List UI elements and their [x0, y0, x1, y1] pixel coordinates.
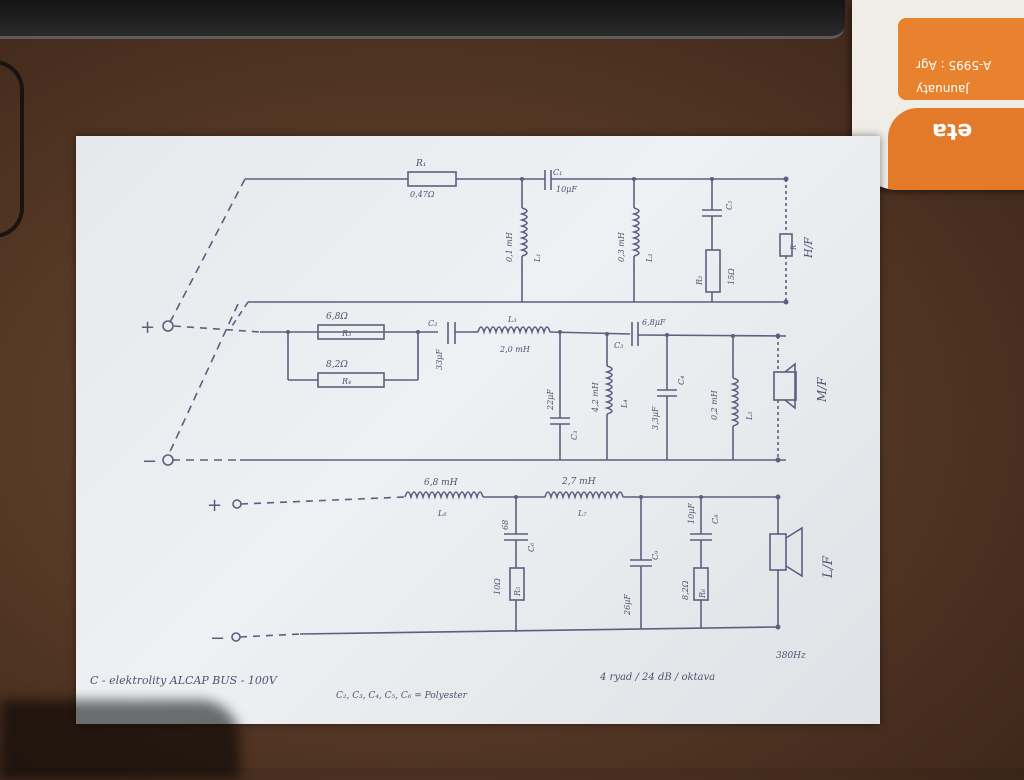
c9-value: 26μF [623, 594, 632, 616]
l6-name: L₆ [437, 509, 447, 518]
r4-value: 8,2Ω [326, 360, 348, 370]
r3-name: R₃ [341, 329, 351, 338]
price-sticker: A-5995 : Agr Jaunuaty eta [852, 0, 1024, 190]
r5-value: 10Ω [493, 578, 502, 595]
c6-value: 68 [501, 520, 510, 530]
schematic-paper [76, 136, 880, 724]
c2-name: C₂ [428, 319, 437, 328]
c3-value: 6,8μF [642, 318, 666, 327]
c1-value: 10μF [556, 185, 577, 194]
r5-name: R₅ [513, 586, 522, 597]
l3-name: L₃ [507, 315, 517, 324]
low-minus-terminal: − [210, 628, 225, 649]
hf-rx-label: R [790, 244, 798, 251]
l7-value: 2,7 mH [561, 477, 596, 487]
mid-plus-terminal: + [140, 317, 155, 338]
l5-name: L₅ [745, 411, 754, 421]
r6-value: 8,2Ω [681, 580, 690, 600]
sticker-lower [888, 108, 1024, 190]
r2-value: 15Ω [727, 268, 736, 285]
shadow [0, 700, 240, 780]
l6-value: 6,8 mH [424, 478, 458, 488]
hf-driver-label: H/F [802, 237, 815, 259]
l4-name: L₄ [620, 399, 629, 409]
r1-name: R₁ [415, 159, 426, 169]
r1-value: 0,47Ω [410, 190, 435, 199]
c6-name: C₆ [527, 542, 536, 552]
c4-name: C₄ [677, 376, 686, 385]
l5-value: 0,2 mH [710, 389, 719, 420]
c4-value: 3,3μF [651, 406, 660, 430]
monitor-bezel [0, 0, 845, 39]
l4-value: 4,2 mH [591, 381, 600, 413]
mf-shunt-c-name: C₃ [570, 431, 579, 440]
note-electrolytic: C - elektrolity ALCAP BUS - 100V [90, 674, 278, 687]
r3-value: 6,8Ω [326, 312, 348, 322]
r4-name: R₄ [341, 377, 351, 386]
c5-name: C₅ [725, 200, 734, 210]
c9-name: C₉ [651, 550, 660, 560]
lf-driver-label: L/F [821, 555, 836, 579]
l2-value: 0,3 mH [617, 231, 626, 262]
l3-value: 2,0 mH [499, 345, 531, 354]
l2-name: L₂ [645, 253, 654, 263]
low-plus-terminal: + [207, 495, 222, 516]
c8-value: 10μF [687, 503, 696, 524]
note-polyester: C₂, C₃, C₄, C₅, C₆ = Polyester [336, 691, 468, 701]
sticker-band [898, 18, 1024, 100]
r6-name: R₆ [698, 588, 707, 599]
l1-name: L₁ [533, 253, 542, 263]
r2-name: R₂ [695, 276, 704, 286]
note-filter-order: 4 ryad / 24 dB / oktava [599, 672, 715, 683]
mid-minus-terminal: − [142, 451, 157, 472]
c1-name: C₁ [553, 168, 562, 177]
l7-name: L₇ [577, 509, 587, 518]
mf-driver-label: M/F [815, 377, 829, 403]
c2-value: 33μF [435, 349, 444, 370]
c3-name: C₃ [614, 341, 623, 350]
mf-shunt-c-value: 22μF [546, 389, 555, 411]
c8-name: C₈ [711, 514, 720, 524]
l1-value: 0,1 mH [505, 231, 514, 262]
crossover-frequency: 380Hz [776, 651, 806, 661]
